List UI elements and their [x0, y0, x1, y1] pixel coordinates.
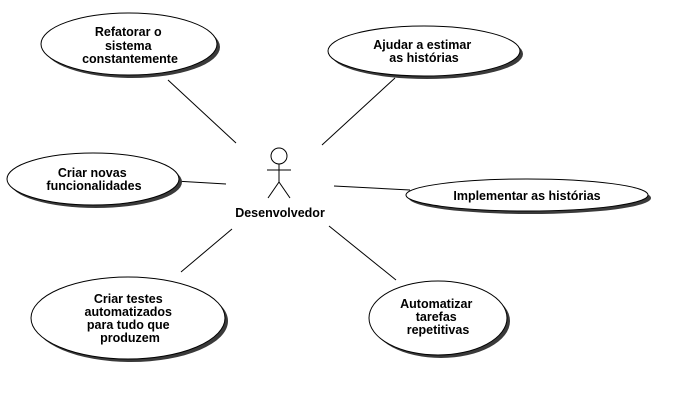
use-case-label-line: automatizados	[85, 305, 173, 319]
use-case-label-line: Criar novas	[58, 166, 127, 180]
use-case-ellipse	[368, 280, 508, 356]
stick-figure-icon	[267, 147, 291, 199]
use-case-label-line: tarefas	[416, 310, 457, 324]
use-case-label-line: Automatizar	[400, 297, 472, 311]
use-case-label-line: repetitivas	[407, 323, 470, 337]
actor-label: Desenvolvedor	[235, 206, 325, 220]
svg-text:Automatizar tarefas: Automatizar tarefas repetitivas	[400, 297, 476, 337]
use-case-refatorar[interactable]: Refatorar o sistema constantemente	[40, 12, 220, 78]
association-lines	[167, 77, 411, 281]
use-case-label-line: para tudo que	[87, 318, 170, 332]
use-case-implementar[interactable]: Implementar as histórias	[405, 178, 651, 214]
use-case-ellipse	[327, 25, 521, 77]
use-case-automatizar[interactable]: Automatizar tarefas repetitivas	[368, 280, 510, 358]
use-case-ellipse	[405, 178, 649, 212]
svg-text:Criar testes automatizad: Criar testes automatizados para tudo que…	[85, 292, 176, 345]
association-refatorar	[167, 79, 237, 144]
association-novas-funcionalidades	[174, 180, 227, 185]
use-case-label-line: Implementar as histórias	[453, 189, 600, 203]
association-estimar	[321, 77, 396, 146]
use-case-ellipse	[40, 12, 218, 76]
actor-desenvolvedor[interactable]: Desenvolvedor	[235, 147, 325, 220]
use-case-testes[interactable]: Criar testes automatizados para tudo que…	[30, 276, 228, 362]
use-case-label-line: constantemente	[82, 52, 178, 66]
use-case-label-line: Criar testes	[94, 292, 163, 306]
association-automatizar	[328, 225, 397, 281]
use-case-label-line: Ajudar a estimar	[373, 38, 471, 52]
use-case-ellipse	[6, 152, 180, 206]
use-case-label-line: as histórias	[389, 51, 459, 65]
use-case-label-line: funcionalidades	[46, 179, 141, 193]
svg-text:Refatorar o sistema: Refatorar o sistema constantemente	[82, 25, 178, 66]
svg-text:Implementar as histórias: Implementar as histórias	[453, 189, 600, 203]
use-case-label-line: Refatorar o	[95, 25, 162, 39]
use-case-label-line: produzem	[100, 331, 160, 345]
use-case-estimar[interactable]: Ajudar a estimar as histórias	[327, 25, 523, 79]
use-case-novas-funcionalidades[interactable]: Criar novas funcionalidades	[6, 152, 182, 208]
use-case-ellipse	[30, 276, 226, 360]
association-testes	[180, 228, 233, 273]
svg-text:Ajudar a estimar as hist: Ajudar a estimar as histórias	[373, 38, 474, 65]
association-implementar	[333, 185, 411, 191]
use-case-label-line: sistema	[105, 39, 153, 53]
svg-text:Criar novas funcionalida: Criar novas funcionalidades	[46, 166, 141, 193]
